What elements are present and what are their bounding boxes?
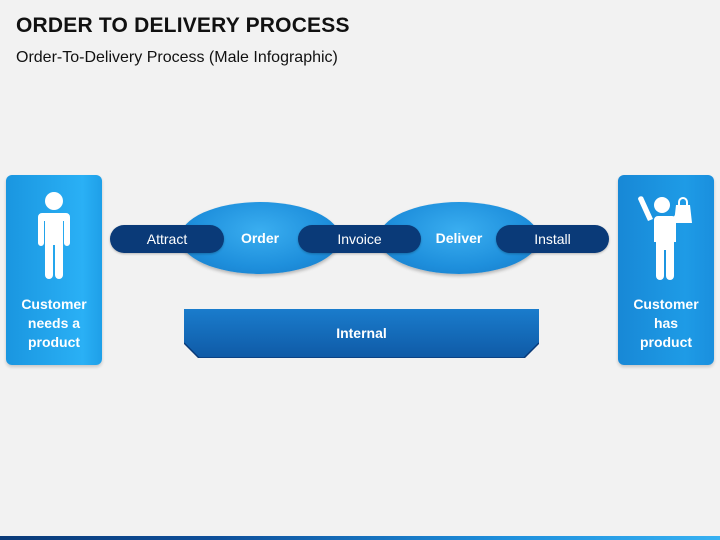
invoice-pill: Invoice [298, 225, 421, 253]
slide-title: ORDER TO DELIVERY PROCESS [16, 14, 350, 37]
label-line: needs a [27, 315, 81, 331]
order-label: Order [240, 230, 280, 246]
slide-subtitle: Order-To-Delivery Process (Male Infograp… [16, 49, 338, 66]
install-label: Install [534, 231, 571, 247]
label-line: Customer [633, 296, 699, 312]
label-line: product [639, 334, 693, 350]
man-with-shopping-bag-icon [638, 196, 692, 280]
customer-needs-product-card: Customer needs a product [6, 175, 102, 365]
customer-needs-product-label: Customer needs a product [6, 295, 102, 352]
customer-has-product-card: Customer has product [618, 175, 714, 365]
install-pill: Install [496, 225, 609, 253]
bottom-accent-bar [0, 536, 720, 540]
label-line: Customer [21, 296, 87, 312]
customer-has-product-label: Customer has product [618, 295, 714, 352]
attract-label: Attract [146, 231, 188, 247]
label-line: product [27, 334, 81, 350]
internal-banner [184, 309, 539, 358]
invoice-label: Invoice [337, 231, 382, 247]
attract-pill: Attract [110, 225, 224, 253]
standing-man-icon [38, 192, 70, 279]
label-line: has [653, 315, 679, 331]
deliver-label: Deliver [435, 230, 483, 246]
internal-label: Internal [336, 325, 387, 341]
